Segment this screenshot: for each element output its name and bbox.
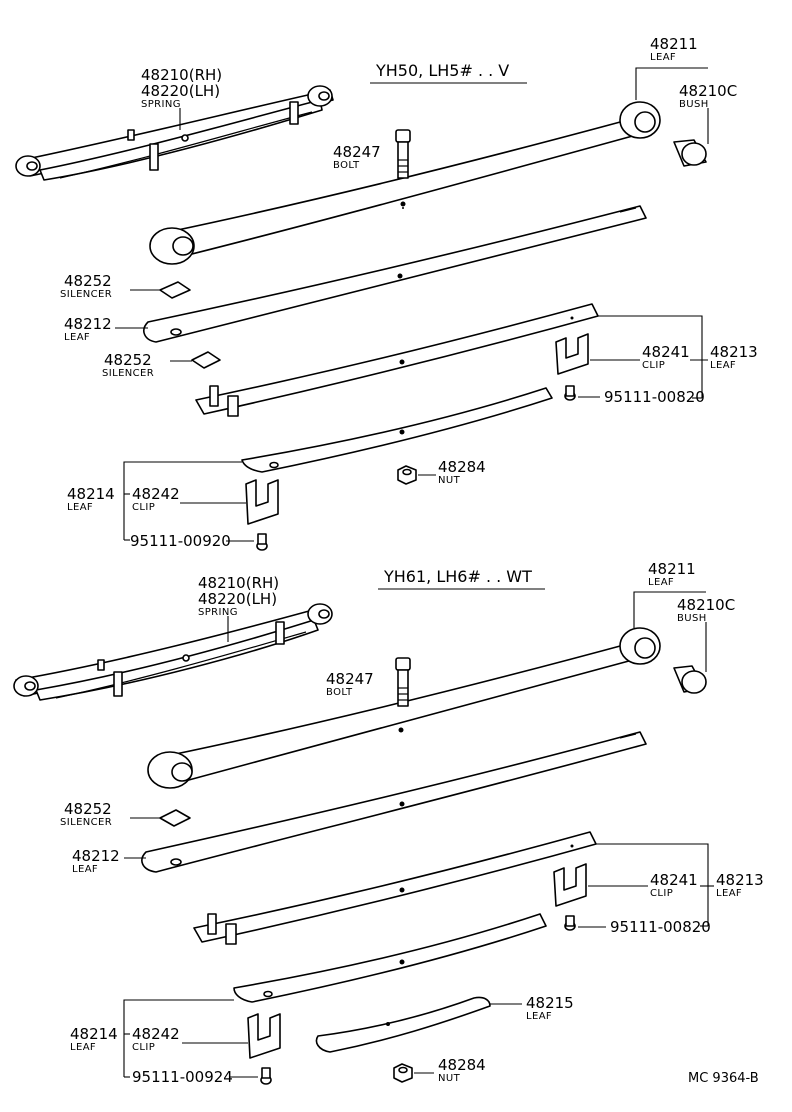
- leaf4-leader-1: [123, 461, 242, 540]
- leaf-48212-2: [141, 731, 647, 873]
- rivet1-num-1: 95111-00820: [604, 388, 705, 406]
- bolt-name-2: BOLT: [326, 687, 353, 698]
- bolt-num-1: 48247: [333, 143, 381, 161]
- nut-num-1: 48284: [438, 458, 486, 476]
- leaf5-name-2: LEAF: [526, 1011, 552, 1022]
- leaf-top-leader-1: [635, 67, 672, 100]
- nut-48284-2: [393, 1063, 413, 1083]
- spring-name-1: SPRING: [141, 99, 181, 110]
- leaf3-name-2: LEAF: [716, 888, 742, 899]
- leaf-top-num-1: 48211: [650, 35, 698, 53]
- spring-num-2: 48210(RH): [198, 574, 279, 592]
- silencer-48252-1b: [191, 351, 221, 369]
- leaf4-name-1: LEAF: [67, 502, 93, 513]
- nut-name-2: NUT: [438, 1073, 461, 1084]
- leaf-top-name-1: LEAF: [650, 52, 676, 63]
- leaf3-name-1: LEAF: [710, 360, 736, 371]
- leaf-48211-1: [149, 101, 661, 265]
- bush-name-2: BUSH: [677, 613, 707, 624]
- spring-assembly-1: [15, 85, 334, 181]
- bolt-2: [395, 657, 411, 707]
- leaf-top-leader-2: [633, 591, 672, 628]
- nut-48284-1: [397, 465, 417, 485]
- clip-48242-2: [247, 1013, 281, 1059]
- clip1-num-1: 48241: [642, 343, 690, 361]
- leaf4-leader-2: [123, 999, 234, 1077]
- rivet-95111-00924-2: [260, 1067, 272, 1085]
- silencer1-num-2: 48252: [64, 800, 112, 818]
- silencer1-name-1: SILENCER: [60, 289, 112, 300]
- leaf3-leader-1: [598, 315, 703, 398]
- spring-num-1: 48210(RH): [141, 66, 222, 84]
- rivet2-num-1: 95111-00920: [130, 532, 231, 550]
- silencer-48252-1a: [159, 281, 191, 299]
- leaf-48211-2: [147, 627, 661, 789]
- leaf2-name-2: LEAF: [72, 864, 98, 875]
- leaf-top-name-2: LEAF: [648, 577, 674, 588]
- clip2-name-1: CLIP: [132, 502, 155, 513]
- leaf4-name-2: LEAF: [70, 1042, 96, 1053]
- spring-num2-2: 48220(LH): [198, 590, 277, 608]
- silencer1-name-2: SILENCER: [60, 817, 112, 828]
- section-2-title: YH61, LH6# . . WT: [383, 567, 532, 586]
- silencer-48252-2: [159, 809, 191, 827]
- bush-2: [673, 665, 707, 694]
- clip-48242-1: [245, 479, 279, 525]
- rivet-95111-00920-1: [256, 533, 268, 551]
- bush-num-2: 48210C: [677, 596, 735, 614]
- leaf-48215-2: [315, 996, 491, 1053]
- clip1-name-2: CLIP: [650, 888, 673, 899]
- rivet1-num-2: 95111-00820: [610, 918, 711, 936]
- leaf-48214-1: [241, 387, 553, 473]
- clip-48241-2: [553, 863, 587, 907]
- leaf4-num-2: 48214: [70, 1025, 118, 1043]
- clip-48241-1: [555, 333, 589, 375]
- bolt-num-2: 48247: [326, 670, 374, 688]
- clip1-name-1: CLIP: [642, 360, 665, 371]
- nut-name-1: NUT: [438, 475, 461, 486]
- section-1: YH50, LH5# . . V 48210(RH) 48220(LH) SPR…: [15, 35, 758, 551]
- leaf5-num-2: 48215: [526, 994, 574, 1012]
- leaf2-num-1: 48212: [64, 315, 112, 333]
- leaf3-leader-2: [596, 843, 709, 926]
- leaf-top-num-2: 48211: [648, 560, 696, 578]
- leaf2-name-1: LEAF: [64, 332, 90, 343]
- bush-num-1: 48210C: [679, 82, 737, 100]
- spring-num2-1: 48220(LH): [141, 82, 220, 100]
- silencer2-name-1: SILENCER: [102, 368, 154, 379]
- spring-assembly-2: [13, 603, 333, 701]
- section-2: YH61, LH6# . . WT 48210(RH) 48220(LH) SP…: [13, 560, 764, 1086]
- clip2-num-1: 48242: [132, 485, 180, 503]
- bush-1: [673, 139, 707, 167]
- figure-code: MC 9364-B: [688, 1071, 759, 1086]
- bush-name-1: BUSH: [679, 99, 709, 110]
- rivet-95111-00820-2: [564, 915, 576, 931]
- leaf3-num-1: 48213: [710, 343, 758, 361]
- leaf2-num-2: 48212: [72, 847, 120, 865]
- leaf3-num-2: 48213: [716, 871, 764, 889]
- rivet-95111-00820-1: [564, 385, 576, 401]
- bolt-1: [395, 129, 411, 179]
- leaf4-num-1: 48214: [67, 485, 115, 503]
- rivet2-num-2: 95111-00924: [132, 1068, 233, 1086]
- silencer1-num-1: 48252: [64, 272, 112, 290]
- silencer2-num-1: 48252: [104, 351, 152, 369]
- bolt-name-1: BOLT: [333, 160, 360, 171]
- section-1-title: YH50, LH5# . . V: [375, 61, 509, 80]
- clip2-name-2: CLIP: [132, 1042, 155, 1053]
- spring-name-2: SPRING: [198, 607, 238, 618]
- nut-num-2: 48284: [438, 1056, 486, 1074]
- leaf-48214-2: [233, 913, 547, 1003]
- leaf-48212-1: [143, 205, 647, 343]
- clip1-num-2: 48241: [650, 871, 698, 889]
- clip2-num-2: 48242: [132, 1025, 180, 1043]
